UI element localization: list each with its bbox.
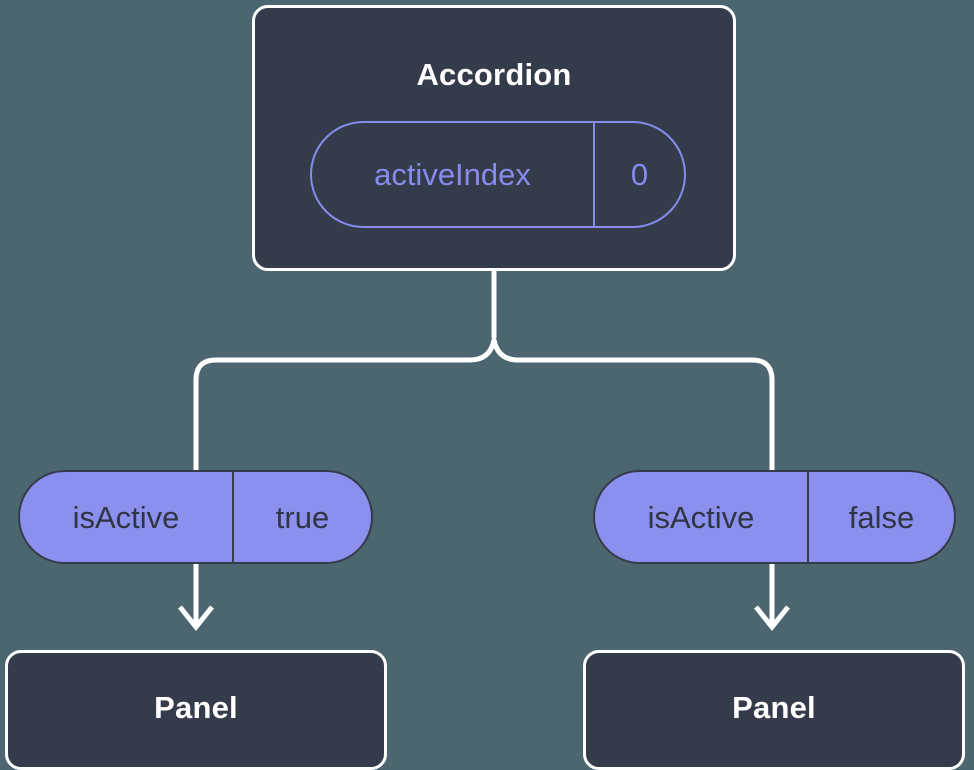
prop-value-active-index: 0 (630, 157, 649, 192)
connector-arrow-right-head (754, 605, 790, 632)
prop-value-is-active-right: false (848, 499, 915, 535)
node-panel-left[interactable]: Panel (5, 650, 387, 770)
connector-arrow-left-head (178, 605, 214, 632)
prop-pill-is-active-true[interactable]: isActive true (18, 470, 373, 564)
node-accordion[interactable]: Accordion activeIndex 0 (252, 5, 736, 271)
prop-key-is-active-right: isActive (595, 472, 809, 562)
node-panel-left-title: Panel (154, 689, 238, 725)
node-panel-right-title: Panel (732, 689, 816, 725)
prop-key-active-index: activeIndex (312, 123, 595, 226)
node-panel-right[interactable]: Panel (583, 650, 965, 770)
prop-key-is-active-left: isActive (20, 472, 234, 562)
prop-pill-active-index[interactable]: activeIndex 0 (310, 121, 686, 228)
connector-fork (193, 337, 775, 470)
node-accordion-title: Accordion (416, 57, 572, 92)
prop-pill-is-active-false[interactable]: isActive false (593, 470, 956, 564)
prop-value-is-active-left: true (275, 499, 330, 535)
